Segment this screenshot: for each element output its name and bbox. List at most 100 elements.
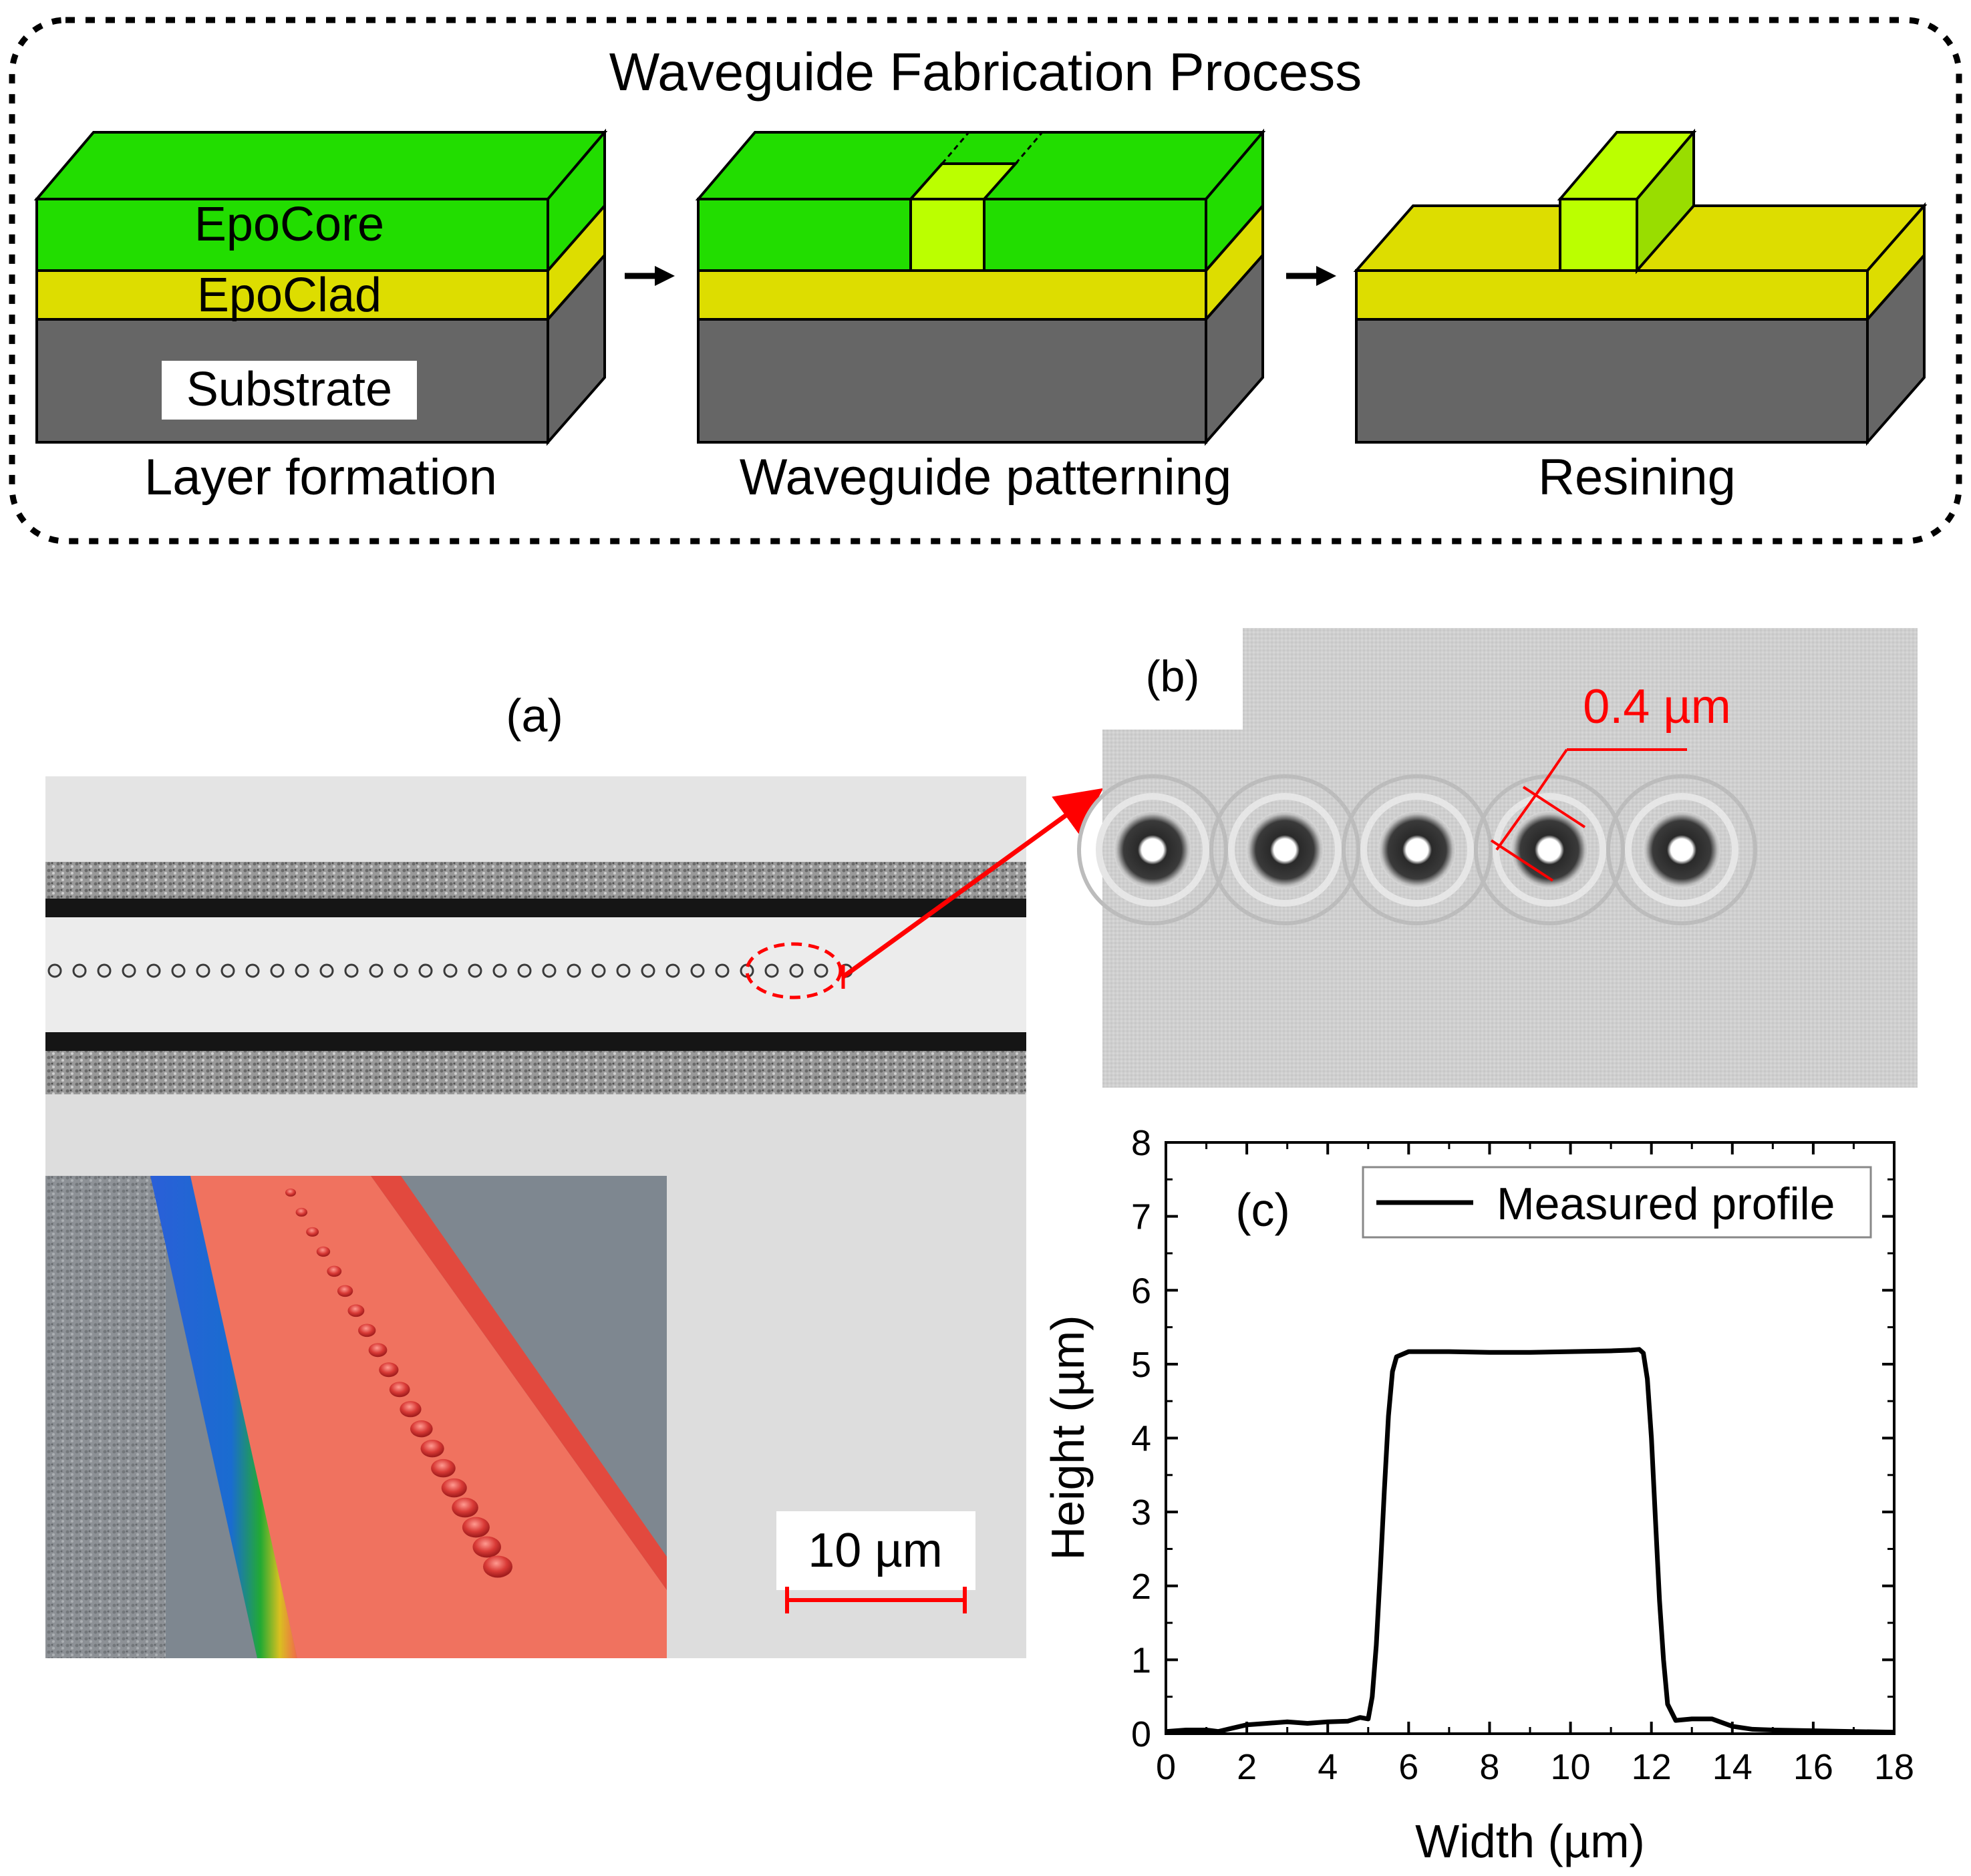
diffraction-ring xyxy=(1625,793,1738,907)
legend: Measured profile xyxy=(1362,1166,1872,1239)
y-tick-label: 3 xyxy=(1131,1493,1151,1533)
process-border xyxy=(9,17,1962,544)
hole xyxy=(665,963,680,978)
bump xyxy=(483,1555,512,1578)
hole xyxy=(394,963,408,978)
y-axis-label: Height (µm) xyxy=(1042,1315,1094,1560)
clad-layer xyxy=(697,269,1207,321)
hole xyxy=(715,963,730,978)
waveguide-top-surface xyxy=(190,1176,667,1658)
substrate-layer xyxy=(697,318,1207,444)
dimension-tick-1 xyxy=(1522,786,1586,828)
x-tick-label: 14 xyxy=(1712,1747,1753,1787)
dimension-tick-2 xyxy=(1490,839,1554,882)
diffraction-ring xyxy=(1209,774,1360,925)
hole xyxy=(591,963,606,978)
highlight-ellipse xyxy=(745,942,843,999)
waveguide-edge-top xyxy=(45,899,1026,917)
hole xyxy=(443,963,458,978)
core-layer xyxy=(35,198,549,272)
hole xyxy=(814,963,828,978)
bump xyxy=(431,1458,456,1478)
hole xyxy=(690,963,705,978)
block-layer-formation: EpoCore EpoClad Substrate Layer formatio… xyxy=(33,128,608,506)
waveguide-edge-bottom xyxy=(45,1032,1026,1051)
bump xyxy=(420,1439,444,1458)
fabrication-process-diagram: Waveguide Fabrication Process EpoCore Ep… xyxy=(9,17,1962,544)
hole xyxy=(369,963,384,978)
substrate-label-bg xyxy=(162,361,417,420)
hole xyxy=(319,963,334,978)
diffraction-ring xyxy=(1360,793,1474,907)
x-tick-label: 0 xyxy=(1156,1747,1176,1787)
step-label-waveguide-patterning: Waveguide patterning xyxy=(740,449,1232,506)
hole xyxy=(492,963,507,978)
bump xyxy=(337,1285,353,1297)
step-label-resining: Resining xyxy=(1538,449,1736,506)
diffraction-ring xyxy=(1606,774,1757,925)
y-tick-label: 2 xyxy=(1131,1567,1151,1607)
epoclad-label: EpoClad xyxy=(197,269,382,322)
dimension-line xyxy=(1495,792,1538,851)
hole xyxy=(220,963,235,978)
bump xyxy=(452,1497,478,1518)
bump xyxy=(462,1517,490,1538)
bump xyxy=(400,1401,422,1418)
block-waveguide-patterning: Waveguide patterning xyxy=(695,128,1266,506)
y-tick-label: 0 xyxy=(1131,1714,1151,1754)
hole xyxy=(196,963,210,978)
panel-c-label: (c) xyxy=(1235,1184,1290,1236)
sidewall-gradient xyxy=(150,1176,297,1658)
substrate-layer xyxy=(1355,318,1869,444)
hole xyxy=(344,963,359,978)
bump xyxy=(347,1304,365,1317)
panel-a-label: (a) xyxy=(506,689,563,742)
bump xyxy=(285,1189,296,1197)
waveguide-body xyxy=(45,917,1026,1032)
clad-layer xyxy=(1355,269,1869,321)
hole-zoom xyxy=(1378,811,1456,889)
bump xyxy=(379,1362,399,1378)
hole xyxy=(270,963,285,978)
step-label-layer-formation: Layer formation xyxy=(144,449,497,506)
zoom-image-background xyxy=(1102,628,1918,1088)
dimension-label: 0.4 µm xyxy=(1583,680,1731,734)
block-resining: Resining xyxy=(1353,128,1928,506)
step-arrow-2 xyxy=(1286,266,1336,286)
series-line-measured-profile xyxy=(1165,1347,1895,1735)
hole-zoom xyxy=(1643,811,1720,889)
zoom-arrow xyxy=(841,788,1104,979)
hole-zoom-array xyxy=(1077,774,1757,925)
bump xyxy=(358,1323,376,1338)
x-tick-label: 8 xyxy=(1479,1747,1499,1787)
diffraction-ring xyxy=(1342,774,1493,925)
rough-edge-top xyxy=(45,862,1026,899)
y-tick-label: 7 xyxy=(1131,1197,1151,1237)
hole xyxy=(295,963,309,978)
bump xyxy=(316,1246,331,1257)
waveguide-core xyxy=(1559,198,1638,272)
hole xyxy=(245,963,260,978)
bump xyxy=(441,1478,467,1498)
hole xyxy=(616,963,631,978)
x-tick-label: 12 xyxy=(1632,1747,1672,1787)
x-tick-label: 4 xyxy=(1318,1747,1338,1787)
y-tick-label: 1 xyxy=(1131,1640,1151,1680)
clad-layer xyxy=(35,269,549,321)
hole xyxy=(418,963,433,978)
panel-b-zoom: (b) 0.4 µm xyxy=(1077,628,1918,1088)
scale-bar-label: 10 µm xyxy=(808,1524,943,1577)
3d-profile-inset xyxy=(45,1176,667,1658)
hole xyxy=(47,963,62,978)
epocore-label: EpoCore xyxy=(194,198,384,251)
bump xyxy=(389,1382,410,1398)
right-edge-rough xyxy=(371,1176,667,1590)
diffraction-ring xyxy=(1077,774,1228,925)
hole xyxy=(789,963,804,978)
dimension-leader-2 xyxy=(1535,748,1568,795)
panel-b-label: (b) xyxy=(1146,651,1200,701)
bump xyxy=(327,1265,342,1277)
